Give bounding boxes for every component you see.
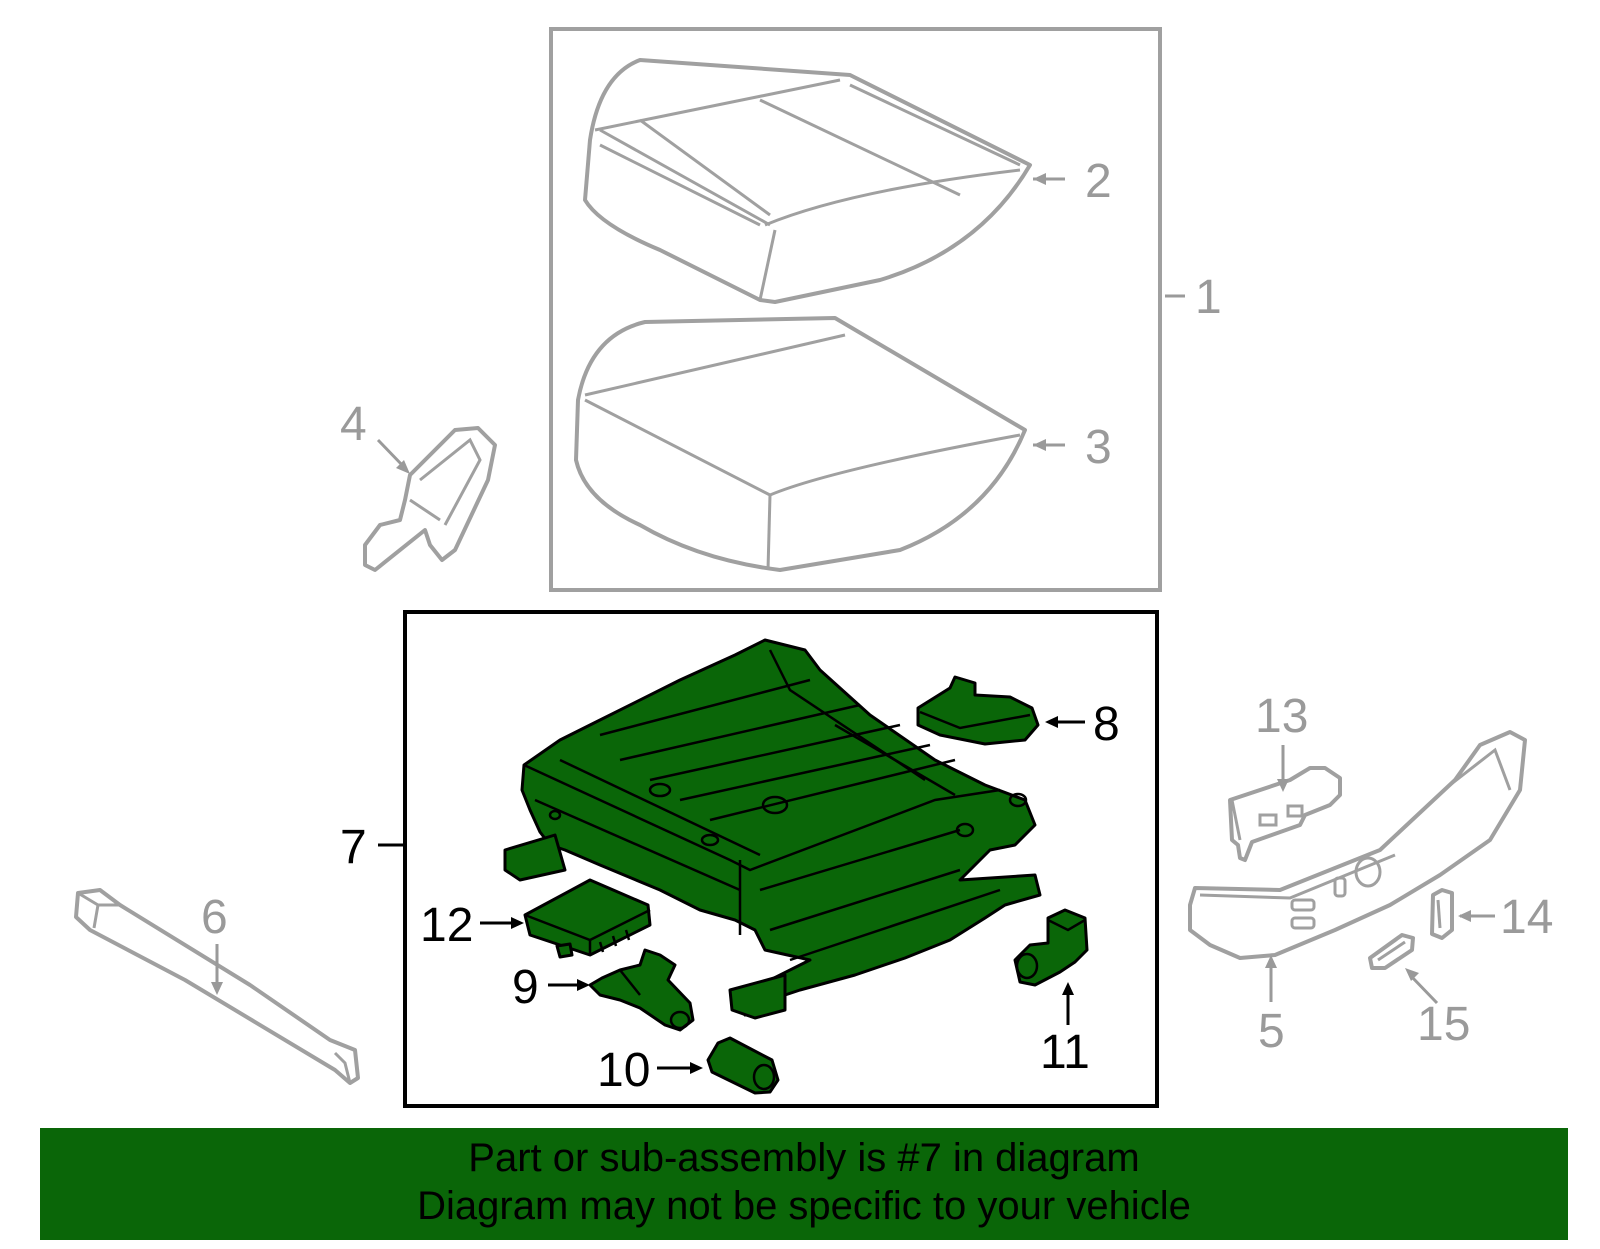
arrow-10 — [690, 1062, 703, 1074]
callout-13: 13 — [1255, 690, 1308, 743]
callout-14: 14 — [1500, 891, 1553, 944]
banner-line-1: Part or sub-assembly is #7 in diagram — [468, 1136, 1140, 1180]
part-14-knob[interactable] — [1430, 888, 1454, 940]
arrow-13 — [1277, 779, 1289, 792]
callout-1: 1 — [1195, 271, 1222, 324]
callout-9: 9 — [512, 961, 539, 1014]
part-5-side-shield[interactable] — [1188, 730, 1527, 960]
part-9-motor[interactable] — [588, 948, 695, 1032]
part-11-motor[interactable] — [1013, 908, 1089, 987]
part-4-bracket[interactable] — [363, 426, 497, 572]
part-8-cover[interactable] — [916, 675, 1040, 746]
callout-12: 12 — [420, 899, 473, 952]
callout-11: 11 — [1040, 1026, 1090, 1079]
callout-6: 6 — [201, 891, 228, 944]
info-banner: Part or sub-assembly is #7 in diagram Di… — [40, 1128, 1568, 1240]
arrow-4 — [396, 460, 410, 474]
arrow-5 — [1265, 955, 1277, 968]
callout-4: 4 — [340, 398, 367, 451]
callout-10: 10 — [597, 1044, 650, 1097]
arrow-8 — [1045, 716, 1058, 728]
arrow-2 — [1033, 173, 1046, 185]
part-12-module[interactable] — [523, 878, 652, 959]
part-13-switch[interactable] — [1228, 766, 1342, 862]
callout-15: 15 — [1417, 998, 1470, 1051]
arrow-9 — [577, 979, 590, 991]
callout-3: 3 — [1085, 421, 1112, 474]
seat-track-group-box — [403, 610, 1159, 1108]
part-15-knob[interactable] — [1368, 933, 1415, 970]
cushion-assembly-box — [549, 27, 1162, 592]
callout-8: 8 — [1093, 698, 1120, 751]
part-2-cushion-cover[interactable] — [583, 58, 1032, 304]
arrow-12 — [511, 917, 524, 929]
arrow-11 — [1062, 982, 1074, 995]
callout-2: 2 — [1085, 155, 1112, 208]
arrow-14 — [1458, 910, 1471, 922]
callout-7: 7 — [340, 821, 367, 874]
arrow-3 — [1033, 439, 1046, 451]
banner-line-2: Diagram may not be specific to your vehi… — [417, 1184, 1191, 1228]
part-10-motor[interactable] — [706, 1036, 780, 1095]
arrow-15 — [1405, 968, 1419, 981]
arrow-6 — [211, 982, 223, 995]
part-7-seat-track[interactable] — [503, 638, 1042, 1020]
callout-5: 5 — [1258, 1005, 1285, 1058]
part-3-cushion-pad[interactable] — [574, 316, 1027, 572]
